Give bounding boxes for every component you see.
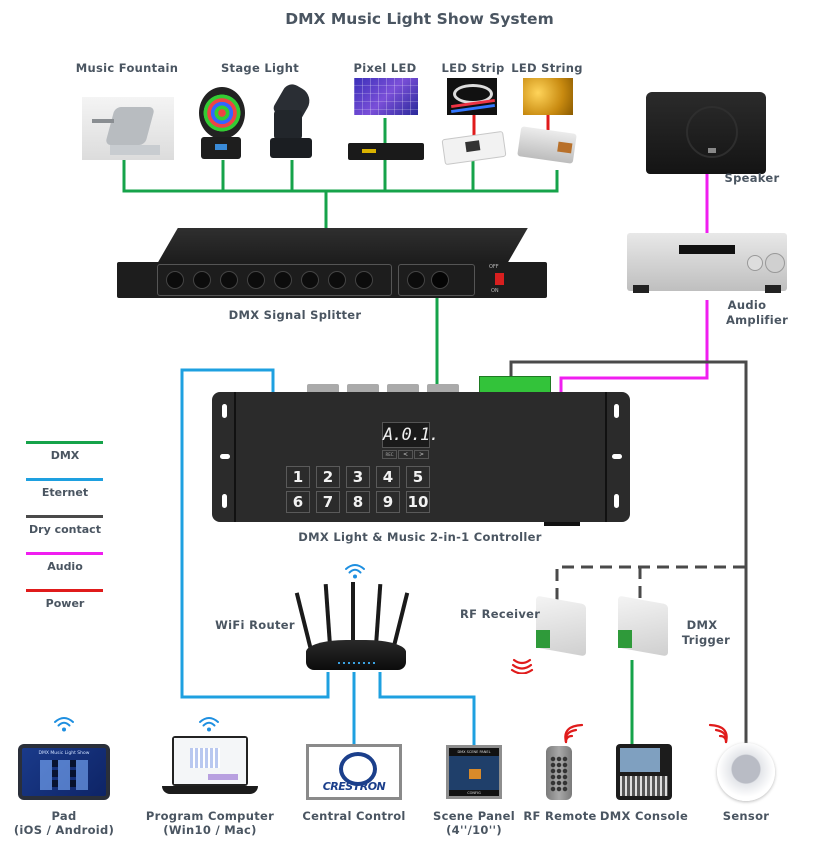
dry-contact-wire [509,360,748,750]
pad-screen-title: DMX Music Light Show [38,751,90,756]
router-wifi-icon [344,562,366,580]
label-program-computer-sub: (Win10 / Mac) [163,823,257,837]
dry-contact-dashed-wire [555,565,746,600]
label-scene-panel: Scene Panel [433,809,515,823]
computer-wifi-icon [198,715,220,733]
music-fountain-image [82,97,174,160]
label-pixel-led: Pixel LED [353,61,417,75]
ethernet-wire [378,672,476,745]
stage-light-wash-image [197,87,245,161]
ethernet-wire [180,368,330,699]
label-program-computer: Program Computer [145,809,275,823]
key-3[interactable]: 3 [346,466,370,488]
label-dmx-console: DMX Console [599,809,689,823]
legend-line-ethernet [26,478,103,481]
label-music-fountain: Music Fountain [75,61,179,75]
led-string-image [523,78,573,115]
central-control-image: CRESTRON [306,744,402,800]
legend-line-audio [26,552,103,555]
switch-on-label: ON [491,288,499,294]
key-8[interactable]: 8 [346,491,370,513]
rf-receiver-image [530,595,590,658]
label-scene-panel-sub: (4''/10'') [446,823,502,837]
audio-wire [559,300,709,394]
label-stage-light: Stage Light [220,61,300,75]
dmx-signal-splitter: OFF ON [117,228,547,300]
label-pad-sub: (iOS / Android) [13,823,115,837]
pixel-led-panel-image [354,78,418,115]
legend-label-dry-contact: Dry contact [29,523,101,536]
sensor-signal-icon [704,722,730,744]
dmx-wire [122,160,559,193]
label-controller: DMX Light & Music 2-in-1 Controller [298,530,542,544]
wifi-router-image [288,582,413,678]
audio-amplifier-image [627,233,787,293]
scene-panel-footer: CONFIG [449,790,499,796]
label-speaker: Speaker [724,171,780,185]
scene-panel-image: DMX SCENE PANEL CONFIG [446,745,502,799]
scene-panel-title: DMX SCENE PANEL [449,748,499,756]
legend-label-power: Power [45,597,85,610]
led-strip-image [447,78,497,115]
stage-light-beam-image [268,80,315,160]
key-7[interactable]: 7 [316,491,340,513]
label-led-strip: LED Strip [441,61,505,75]
key-4[interactable]: 4 [376,466,400,488]
sensor-image [717,743,775,801]
legend-label-audio: Audio [47,560,83,573]
speaker-image [646,92,766,174]
label-sensor: Sensor [722,809,770,823]
legend-line-dmx [26,441,103,444]
label-central-control: Central Control [302,809,406,823]
label-dmx-trigger-line2: Trigger [681,633,731,647]
prev-button[interactable]: < [398,450,413,459]
legend-label-ethernet: Eternet [41,486,89,499]
key-5[interactable]: 5 [406,466,430,488]
label-amplifier-line2: Amplifier [725,313,789,327]
dmx-light-music-controller: A.0.1. REC < > 1 2 3 4 5 6 7 8 9 10 [212,376,630,526]
rf-remote-image [546,746,572,800]
rf-receiver-signal-icon [510,656,534,675]
label-wifi-router: WiFi Router [215,618,295,632]
pad-image: DMX Music Light Show [18,744,110,800]
next-button[interactable]: > [414,450,429,459]
power-switch [495,273,504,285]
switch-off-label: OFF [489,264,499,270]
label-dmx-signal-splitter: DMX Signal Splitter [228,308,362,322]
label-led-string: LED String [511,61,583,75]
dmx-console-image [616,744,672,800]
legend-line-power [26,589,103,592]
pixel-led-controller-image [348,143,424,160]
label-dmx-trigger-line1: DMX [686,618,718,632]
legend-label-dmx: DMX [50,449,80,462]
key-2[interactable]: 2 [316,466,340,488]
key-6[interactable]: 6 [286,491,310,513]
key-10[interactable]: 10 [406,491,430,513]
label-rf-receiver: RF Receiver [460,607,541,621]
diagram-title: DMX Music Light Show System [285,10,554,28]
label-pad: Pad [51,809,77,823]
rf-remote-signal-icon [562,722,588,744]
key-1[interactable]: 1 [286,466,310,488]
segment-display: A.0.1. [382,422,439,448]
program-computer-image [160,736,260,798]
legend-line-dry-contact [26,515,103,518]
key-9[interactable]: 9 [376,491,400,513]
dmx-trigger-image [612,595,672,658]
label-amplifier-line1: Audio [727,298,767,312]
crestron-logo: CRESTRON [322,780,386,793]
label-rf-remote: RF Remote [523,809,597,823]
rec-button[interactable]: REC [382,450,397,459]
pad-wifi-icon [53,715,75,733]
